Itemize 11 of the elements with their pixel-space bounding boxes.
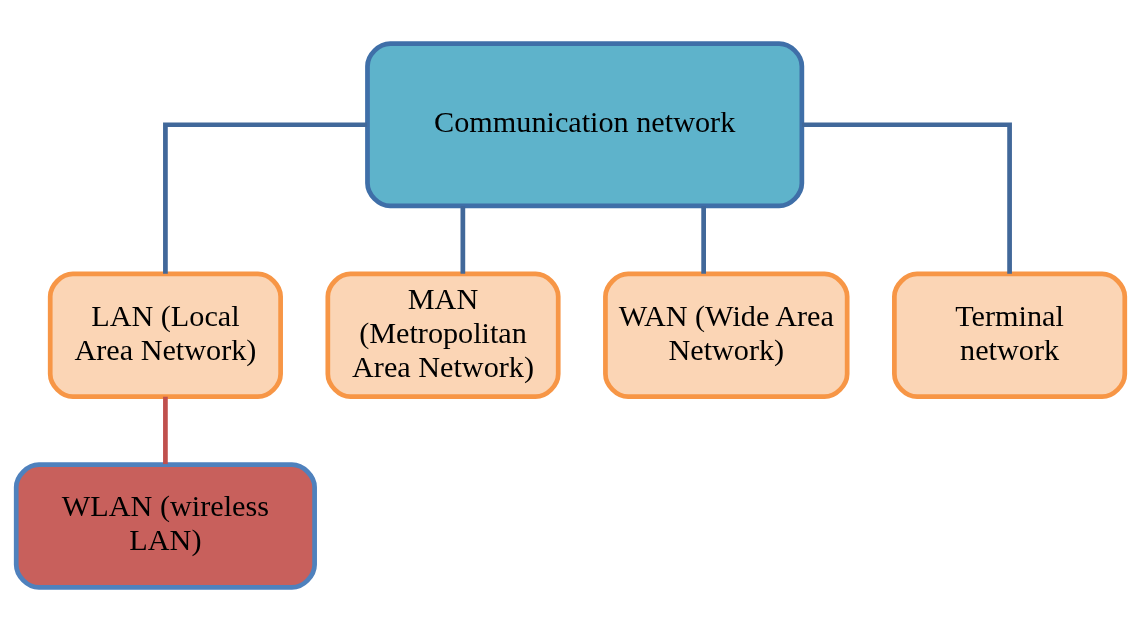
node-box: MAN (Metropolitan Area Network) xyxy=(325,271,561,399)
connector xyxy=(163,121,368,274)
node-box: LAN (Local Area Network) xyxy=(47,271,283,399)
node-box: WLAN (wireless LAN) xyxy=(13,461,317,590)
connector xyxy=(163,396,168,464)
node-box: Terminal network xyxy=(892,271,1128,399)
connector xyxy=(460,205,466,274)
connector xyxy=(701,205,706,274)
connector xyxy=(802,121,1012,274)
node-box: WAN (Wide Area Network) xyxy=(603,271,850,399)
node-box: Communication network xyxy=(365,40,805,208)
